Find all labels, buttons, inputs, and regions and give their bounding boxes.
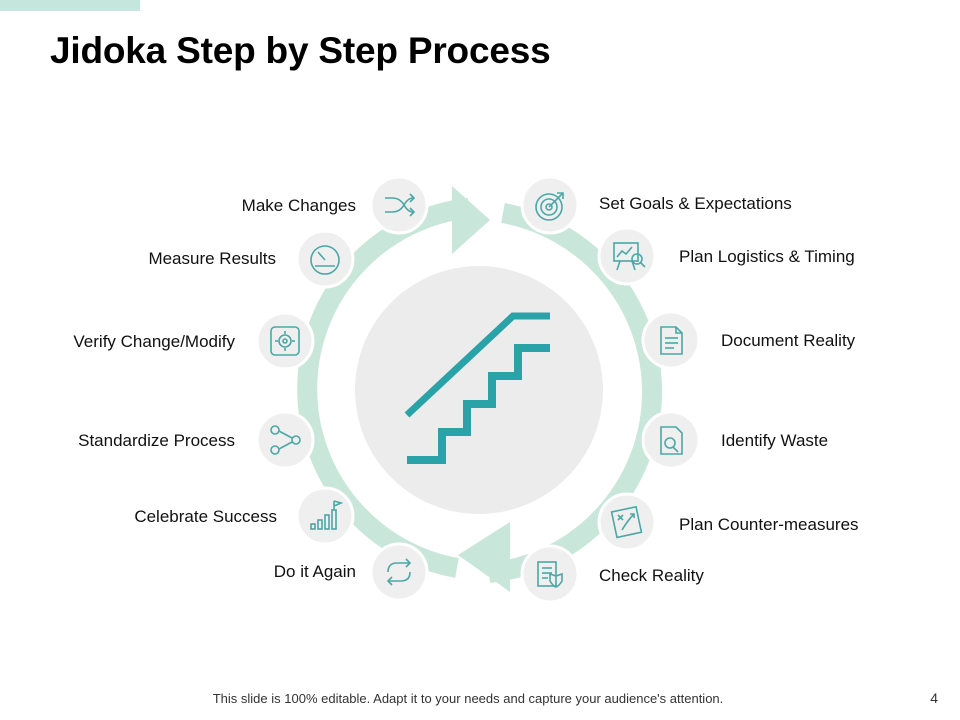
step-label-standardize-process: Standardize Process [78,431,235,450]
node-make-changes [369,175,429,235]
flag-growth-icon [310,500,344,530]
slide-title: Jidoka Step by Step Process [50,30,551,71]
accent-bar [0,0,140,11]
center-circle [355,266,603,514]
step-label-do-it-again: Do it Again [273,562,356,581]
step-label-identify-waste: Identify Waste [721,431,829,450]
gear-settings-icon [270,326,300,356]
top-arrowhead [452,186,490,254]
document-search-icon [660,426,683,455]
repeat-icon [386,558,412,586]
node-measure-results [295,229,355,289]
node-identify-waste [641,410,701,470]
step-label-document-reality: Document Reality [721,331,856,350]
footer-note: This slide is 100% editable. Adapt it to… [212,691,724,706]
node-plan-countermeasures [597,492,657,552]
node-do-it-again [369,542,429,602]
target-icon [535,192,564,221]
node-check-reality [520,544,580,604]
node-celebrate-success [295,486,355,546]
step-label-set-goals: Set Goals & Expectations [599,194,792,213]
presentation-chart-icon [613,242,646,271]
node-set-goals [520,175,580,235]
step-label-plan-logistics: Plan Logistics & Timing [679,247,855,266]
node-document-reality [641,310,701,370]
step-label-check-reality: Check Reality [599,566,704,585]
node-verify-change [255,311,315,371]
step-label-celebrate-success: Celebrate Success [134,507,277,526]
document-icon [660,326,683,355]
step-label-make-changes: Make Changes [241,196,356,215]
node-plan-logistics [597,226,657,286]
step-label-plan-countermeasures: Plan Counter-measures [679,515,859,534]
bottom-arrowhead [458,522,510,592]
staircase-icon [404,312,550,464]
step-label-measure-results: Measure Results [148,249,276,268]
shuffle-icon [385,193,416,217]
page-number: 4 [930,690,938,706]
node-standardize-process [255,410,315,470]
step-label-verify-change: Verify Change/Modify [73,332,235,351]
gears-network-icon [270,425,301,455]
strategy-board-icon [610,505,643,539]
checklist-shield-icon [537,561,563,588]
gauge-icon [310,245,340,275]
